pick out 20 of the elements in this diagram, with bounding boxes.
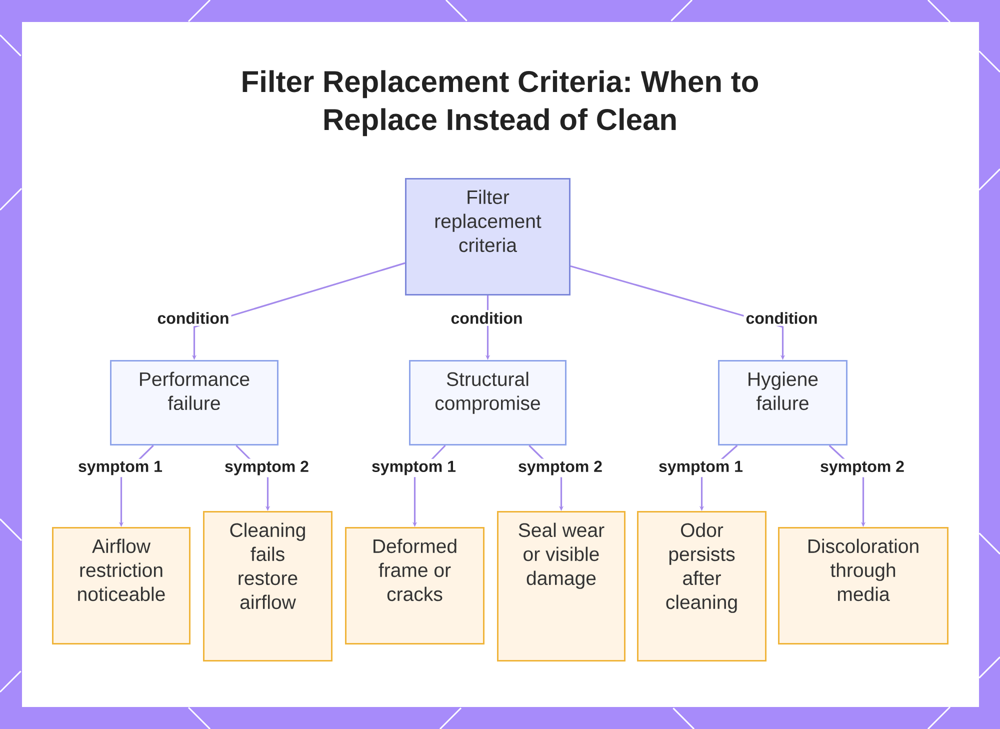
title: Filter Replacement Criteria: When to Replace Instead of Clean	[242, 70, 758, 136]
leaf-box: Odor persists after cleaning	[637, 511, 766, 662]
edge-label: condition	[448, 310, 525, 326]
leaf-box: Discoloration through media	[778, 527, 949, 644]
branch-box: Performance failure	[110, 360, 278, 446]
leaf-box: Airflow restriction noticeable	[52, 527, 190, 644]
edge-label: symptom 1	[76, 458, 164, 478]
edge-label: symptom 1	[656, 458, 745, 478]
leaf-box: Seal wear or visible damage	[497, 511, 626, 662]
branch-box: Hygiene failure	[718, 360, 848, 446]
edge-label: symptom 2	[222, 458, 311, 478]
leaf-box: Cleaning fails restore airflow	[203, 511, 332, 662]
edge-label: condition	[744, 310, 820, 326]
edge-label: symptom 2	[516, 458, 604, 478]
edge-label: symptom 1	[370, 458, 458, 478]
root-box: Filter replacement criteria	[405, 178, 570, 296]
edge-label: symptom 2	[818, 458, 906, 478]
edge-label: condition	[155, 310, 232, 326]
leaf-box: Deformed frame or cracks	[345, 527, 484, 644]
branch-box: Structural compromise	[409, 360, 566, 446]
